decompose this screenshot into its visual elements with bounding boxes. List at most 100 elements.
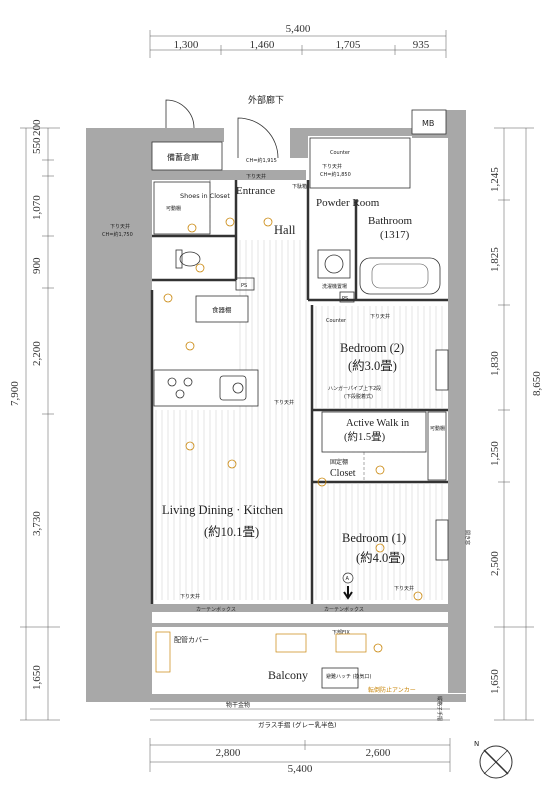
ceiling-hook-box <box>321 667 359 689</box>
bedroom2-label: Bedroom (2) <box>340 341 404 355</box>
left-dim-7900: 7,900 <box>9 381 21 406</box>
light-fixture-marker <box>187 223 197 233</box>
curtain-box-1: カーテンボックス <box>196 606 236 613</box>
ceiling-drop-bed2: 下り天井 <box>370 313 390 320</box>
bottom-total-dim: 5,400 <box>288 763 313 775</box>
fall-anchor-label: 転倒防止アンカー <box>368 686 416 694</box>
shoes-in-closet-label: Shoes in Closet <box>180 192 230 200</box>
hanger-pipe-label: ハンガーパイプ上下2段 <box>328 385 381 392</box>
bathtub-icon <box>359 257 441 295</box>
svg-text:N: N <box>474 740 479 748</box>
hanger-pipe-note: (下段脱着式) <box>344 393 373 400</box>
bedroom1-label: Bedroom (1) <box>342 531 406 545</box>
bottom-dim-1: 2,800 <box>216 747 241 759</box>
light-fixture-marker <box>195 263 205 273</box>
lower-fix-label: 下部FIX <box>332 629 350 636</box>
bedroom1-area: Bedroom (1) (約4.0畳) 下り天井 カーテンボックス A 開き窓 <box>324 519 471 613</box>
left-dim-900: 900 <box>31 257 43 274</box>
top-dimensions: 5,400 1,300 1,460 1,705 935 <box>149 23 447 58</box>
shoes-in-closet <box>153 181 211 235</box>
left-dim-550: 550 <box>31 137 43 154</box>
toilet-icon <box>179 251 201 267</box>
entrance-label: Entrance <box>236 185 275 197</box>
lattice-label: 縦格子手摺 <box>436 696 443 721</box>
hall-label: Hall <box>274 223 296 237</box>
counter-label-1: Counter <box>330 150 351 156</box>
walk-in-closet <box>321 411 427 453</box>
right-dim-1830: 1,830 <box>489 351 501 376</box>
left-dim-2200: 2,200 <box>31 341 43 366</box>
kitchen-counter <box>153 369 259 407</box>
right-dimensions: 1,245 1,825 1,830 1,250 2,500 1,650 8,65… <box>489 127 543 721</box>
left-dim-3730: 3,730 <box>31 511 43 536</box>
outer-corridor-label: 外部廊下 <box>248 94 284 106</box>
left-dim-1070: 1,070 <box>31 195 43 220</box>
pantry-label: 食器棚 <box>212 305 232 314</box>
ceiling-drop-powder: 下り天井 <box>322 163 342 170</box>
ceiling-drop-entrance: 下り天井 <box>246 173 266 180</box>
compass-icon: N <box>474 740 513 779</box>
right-dim-total: 8,650 <box>531 371 543 396</box>
ceiling-drop-kitchen: 下り天井 <box>274 399 294 406</box>
storage-label: 備蓄倉庫 <box>167 152 199 162</box>
bottom-dim-2: 2,600 <box>366 747 391 759</box>
light-fixture-marker <box>373 643 383 653</box>
ps-label-1: PS <box>241 283 247 289</box>
bed2-window <box>435 349 449 391</box>
top-area: 外部廊下 MB 備蓄倉庫 CH=約1,915 <box>151 94 447 171</box>
ceiling-height-2: CH=約1,850 <box>320 171 351 178</box>
ps-label-2: PS <box>342 296 348 302</box>
marker-a-text: A <box>346 576 350 582</box>
piping-cover-label: 配管カバー <box>174 635 209 644</box>
top-dim-1: 1,300 <box>174 39 199 51</box>
top-dim-2: 1,460 <box>250 39 275 51</box>
light-fixture-marker <box>375 465 385 475</box>
ceiling-hook-label: 避難ハッチ (換気口) <box>326 673 372 680</box>
ceiling-drop-bed1: 下り天井 <box>394 585 414 592</box>
bedroom2-area: 下り天井 Counter Bedroom (2) (約3.0畳) ハンガーパイプ… <box>326 313 449 400</box>
toilet-area: 下り天井 CH=約1,750 <box>102 223 201 269</box>
left-dim-200: 200 <box>31 119 43 136</box>
pantry-shelf <box>195 295 249 323</box>
left-dim-1650: 1,650 <box>31 665 43 690</box>
powder-room-label: Powder Room <box>316 197 380 209</box>
right-dim-2500: 2,500 <box>489 551 501 576</box>
washer-label: 洗濯機置場 <box>322 283 347 290</box>
ceiling-height-1: CH=約1,915 <box>246 157 277 164</box>
washer-icon <box>317 249 351 279</box>
ceiling-height-3: CH=約1,750 <box>102 231 133 238</box>
piping-cover <box>155 631 171 673</box>
bed1-window <box>435 519 449 561</box>
mb-box <box>411 109 447 135</box>
walk-in-size: (約1.5畳) <box>344 430 386 443</box>
kitchen-area: 食器棚 下り天井 <box>153 295 294 407</box>
bathroom-label: Bathroom <box>368 215 412 227</box>
balcony-area: 下部FIX 配管カバー Balcony 避難ハッチ (換気口) 転倒防止アンカー… <box>150 629 450 729</box>
light-fixture-marker <box>263 217 273 227</box>
stove-icon <box>167 377 193 399</box>
left-dimensions: 550 200 1,070 900 2,200 7,900 3,730 1,65… <box>9 119 60 721</box>
ceiling-drop-ldk: 下り天井 <box>180 593 200 600</box>
glass-railing-label: ガラス手摺 (グレー乳半色) <box>258 720 337 729</box>
right-dim-1250: 1,250 <box>489 441 501 466</box>
light-fixture-marker <box>375 543 385 553</box>
movable-shelf-closet: 可動棚 <box>430 425 445 432</box>
door-swing-icon <box>237 117 279 159</box>
light-fixtures <box>163 217 423 653</box>
top-total-dim: 5,400 <box>286 23 311 35</box>
ceiling-drop-toilet: 下り天井 <box>110 223 130 230</box>
balcony-label: Balcony <box>268 668 308 682</box>
curtain-box-2: カーテンボックス <box>324 606 364 613</box>
door-swing-icon <box>165 99 195 129</box>
powder-counter-area <box>309 137 411 189</box>
interior-walls <box>150 180 448 604</box>
sink-icon <box>219 375 247 401</box>
bedroom2-size: (約3.0畳) <box>348 358 397 373</box>
bath-area: Counter 下り天井 CH=約1,850 Powder Room Bathr… <box>309 137 441 303</box>
fixed-shelf-label: 固定棚 <box>330 458 348 466</box>
light-fixture-marker <box>163 293 173 303</box>
light-fixture-marker <box>225 217 235 227</box>
ldk-label: Living Dining · Kitchen <box>162 503 284 517</box>
walls <box>86 110 466 702</box>
